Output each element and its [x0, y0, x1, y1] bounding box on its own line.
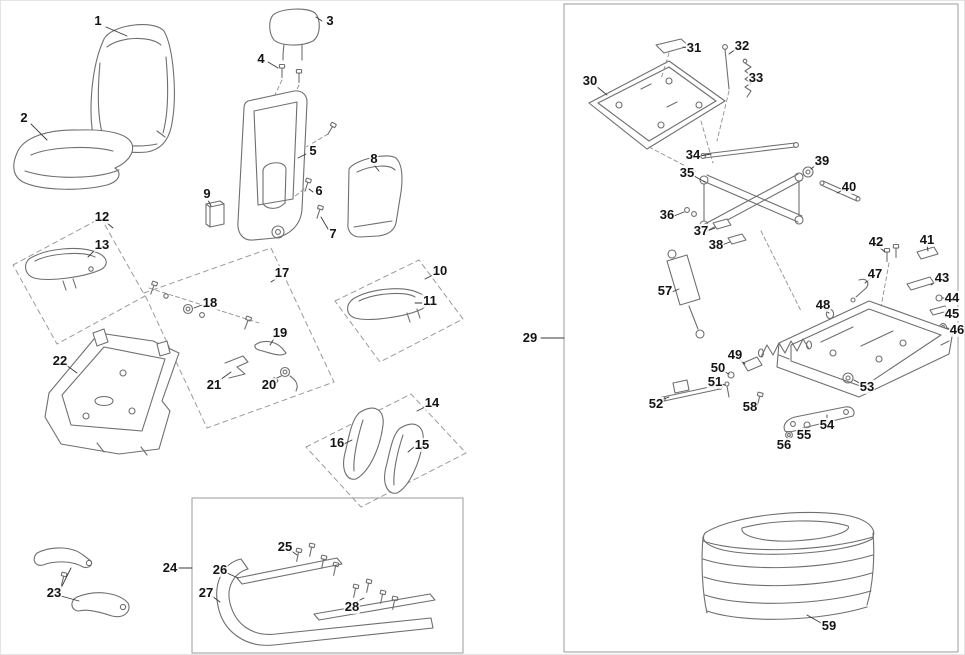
part-label-12: 12: [93, 208, 111, 225]
part-label-11: 11: [422, 292, 438, 309]
part-label-20: 20: [260, 376, 278, 393]
part-label-29: 29: [521, 329, 539, 346]
part-label-51: 51: [706, 373, 724, 390]
part-label-4: 4: [256, 50, 266, 67]
armrest-left-art: [25, 248, 107, 291]
part-label-28: 28: [343, 598, 361, 615]
part-label-55: 55: [795, 426, 813, 443]
part-label-13: 13: [93, 236, 111, 253]
rail-group-box: [191, 497, 464, 654]
part-label-5: 5: [308, 142, 318, 159]
part-label-8: 8: [369, 150, 379, 167]
pin-and-spring-art: [716, 44, 752, 142]
part-label-19: 19: [271, 324, 289, 341]
part-label-17: 17: [273, 264, 291, 281]
part-label-34: 34: [684, 146, 702, 163]
part-label-48: 48: [814, 296, 832, 313]
part-label-27: 27: [197, 584, 215, 601]
part-label-47: 47: [866, 265, 884, 282]
pivot-bracket-art: [724, 356, 763, 398]
part-label-52: 52: [647, 395, 665, 412]
part-label-41: 41: [918, 231, 936, 248]
part-label-39: 39: [813, 152, 831, 169]
part-label-6: 6: [314, 182, 324, 199]
part-label-23: 23: [45, 584, 63, 601]
backrest-frame-art: [237, 90, 338, 241]
latch-block-art: [205, 200, 225, 228]
part-label-44: 44: [943, 289, 961, 306]
part-label-54: 54: [818, 416, 836, 433]
armrest-right-art: [347, 288, 428, 323]
bracket-parts-art: [825, 243, 949, 331]
part-label-16: 16: [328, 434, 346, 451]
part-label-26: 26: [211, 561, 229, 578]
armrest-left-group-box: [12, 217, 146, 345]
armrest-right-group-box: [334, 259, 464, 363]
part-label-42: 42: [867, 233, 885, 250]
part-label-15: 15: [413, 436, 431, 453]
part-label-37: 37: [692, 222, 710, 239]
part-label-31: 31: [685, 39, 703, 56]
part-label-24: 24: [161, 559, 179, 576]
part-label-45: 45: [943, 305, 961, 322]
part-label-2: 2: [19, 109, 29, 126]
bellows-art: [701, 511, 875, 620]
part-label-57: 57: [656, 282, 674, 299]
part-label-14: 14: [423, 394, 441, 411]
part-label-49: 49: [726, 346, 744, 363]
top-plate-art: [588, 38, 726, 172]
part-label-3: 3: [325, 12, 335, 29]
guide-roller-art: [842, 372, 854, 384]
handles-art: [33, 547, 130, 618]
part-label-35: 35: [678, 164, 696, 181]
part-label-46: 46: [948, 321, 965, 338]
adjuster-group-box: [143, 247, 335, 429]
part-label-50: 50: [709, 359, 727, 376]
part-label-10: 10: [431, 262, 449, 279]
base-frame-art: [776, 300, 954, 398]
part-label-9: 9: [202, 185, 212, 202]
part-label-43: 43: [933, 269, 951, 286]
part-label-30: 30: [581, 72, 599, 89]
part-label-18: 18: [201, 294, 219, 311]
covers-group-box: [305, 393, 467, 508]
side-covers-art: [343, 407, 424, 494]
part-label-56: 56: [775, 436, 793, 453]
part-label-58: 58: [741, 398, 759, 415]
part-label-36: 36: [658, 206, 676, 223]
part-label-40: 40: [840, 178, 858, 195]
coil-spring-art: [757, 338, 813, 358]
part-label-38: 38: [707, 236, 725, 253]
part-label-1: 1: [93, 12, 103, 29]
part-label-33: 33: [747, 69, 765, 86]
back-panel-art: [347, 155, 403, 238]
clamp-parts-art: [684, 207, 747, 245]
part-label-22: 22: [51, 352, 69, 369]
part-label-53: 53: [858, 378, 876, 395]
seat-pan-art: [44, 328, 180, 456]
part-label-59: 59: [820, 617, 838, 634]
part-label-21: 21: [205, 376, 223, 393]
seat-cushion-art: [13, 129, 134, 190]
part-label-25: 25: [276, 538, 294, 555]
part-label-7: 7: [328, 225, 338, 242]
part-label-32: 32: [733, 37, 751, 54]
roller-rod-art: [802, 166, 861, 202]
